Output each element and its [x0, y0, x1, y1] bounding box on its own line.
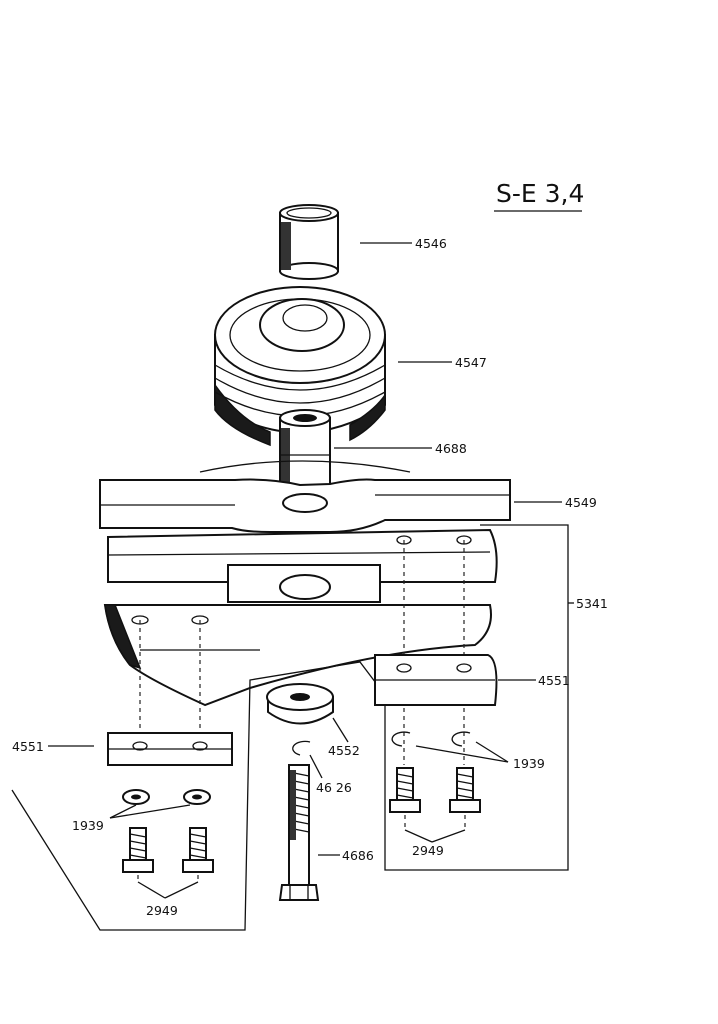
- bushing-icon: [279, 204, 339, 280]
- leader-2949-left-a: [137, 881, 166, 899]
- washer-icon: [122, 789, 211, 805]
- label-4626: 46 26: [316, 780, 352, 795]
- leader-4552: [332, 717, 349, 743]
- leader-4626: [309, 754, 323, 779]
- label-4549: 4549: [565, 495, 597, 510]
- bolt-icon: [374, 654, 498, 706]
- blade-holder-plate: [107, 528, 498, 603]
- bolt-icon: [107, 732, 233, 766]
- bracket-5341-left: [11, 661, 386, 931]
- label-4686: 4686: [342, 848, 374, 863]
- circlip-icon: [451, 731, 471, 747]
- leader-1939-right-b: [475, 741, 509, 763]
- leader-2949-right-a: [404, 829, 433, 843]
- pulley-icon: [214, 286, 386, 447]
- blade-icon: [99, 478, 511, 533]
- label-4551-right: 4551: [538, 673, 570, 688]
- label-2949-left: 2949: [146, 903, 178, 918]
- deck-edge: [199, 460, 411, 473]
- leader-1939-left-b: [109, 804, 191, 819]
- hole-right-b: [456, 535, 472, 545]
- hole-right-a: [396, 535, 412, 545]
- label-1939-right: 1939: [513, 756, 545, 771]
- screw-icon: [122, 827, 214, 873]
- bracket-5341: [384, 524, 569, 871]
- label-4546: 4546: [415, 236, 447, 251]
- leader-1939-left-a: [109, 804, 137, 819]
- leader-2949-left-b: [164, 881, 199, 899]
- leader-1939-right-a: [415, 745, 509, 763]
- title-text: S-E 3,4: [496, 179, 584, 208]
- label-4551-left: 4551: [12, 739, 44, 754]
- blade-holder-arm: [103, 604, 492, 707]
- label-5341: 5341: [576, 596, 608, 611]
- circlip-icon: [292, 740, 311, 756]
- washer-icon: [266, 683, 334, 725]
- label-4552: 4552: [328, 743, 360, 758]
- label-4688: 4688: [435, 441, 467, 456]
- label-4547: 4547: [455, 355, 487, 370]
- diagram-title: S-E 3,4: [494, 179, 584, 212]
- screw-icon: [389, 767, 481, 813]
- label-1939-left: 1939: [72, 818, 104, 833]
- circlip-icon: [391, 731, 411, 747]
- label-2949-right: 2949: [412, 843, 444, 858]
- leader-2949-right-b: [431, 829, 466, 843]
- screw-icon: [278, 764, 320, 901]
